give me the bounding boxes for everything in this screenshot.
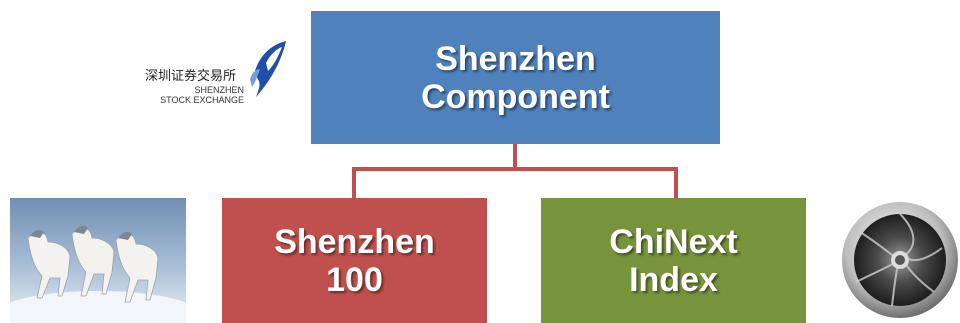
root-node-shenzhen-component: Shenzhen Component — [311, 11, 720, 144]
child-left-line1: Shenzhen — [274, 222, 435, 261]
child-node-shenzhen-100: Shenzhen 100 — [222, 198, 487, 323]
child-left-line2: 100 — [326, 260, 383, 299]
horses-image — [10, 198, 186, 323]
child-right-line1: ChiNext — [609, 222, 738, 261]
child-node-chinext-index: ChiNext Index — [541, 198, 806, 323]
logo-chinese-text: 深圳证券交易所 — [145, 69, 237, 84]
child-right-line2: Index — [629, 260, 718, 299]
root-node-line2: Component — [421, 77, 610, 116]
camera-shutter-icon — [842, 202, 958, 318]
szse-logo-icon — [250, 41, 286, 97]
connector-root-stem — [513, 144, 517, 169]
logo-english-line1: SHENZHEN — [194, 85, 244, 95]
connector-right-branch — [674, 167, 678, 198]
connector-left-branch — [352, 167, 356, 198]
logo-english-line2: STOCK EXCHANGE — [160, 95, 244, 105]
root-node-line1: Shenzhen — [435, 39, 596, 78]
connector-horizontal — [352, 167, 678, 171]
szse-logo: 深圳证券交易所 SHENZHEN STOCK EXCHANGE — [140, 35, 290, 115]
